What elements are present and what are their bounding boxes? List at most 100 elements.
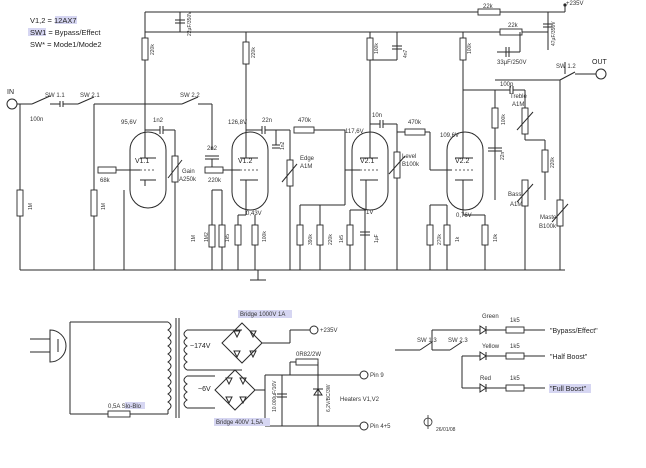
resistor-1m-input	[16, 189, 24, 217]
label-cap-10n: 10n	[372, 113, 382, 119]
label-cap-22uf: 22µF/350V	[187, 11, 193, 36]
label-bass: Bass	[508, 192, 521, 198]
label-100k: 100k	[501, 114, 507, 125]
label-1m-d: 100k	[262, 231, 268, 242]
label-led-r2: 1k5	[510, 344, 520, 350]
label-470k-b: 470k	[408, 120, 422, 126]
label-0r82: 0R82/2W	[296, 352, 321, 358]
bridge-rectifier-2	[214, 369, 360, 427]
label-v1-2: V1.2	[238, 158, 253, 165]
label-in: IN	[7, 89, 14, 96]
label-sw23: SW 2.3	[448, 338, 468, 344]
label-390k: 390k	[308, 234, 314, 245]
label-470k-a: 470k	[298, 118, 312, 124]
label-led-green: Green	[482, 314, 499, 320]
label-220k: 220k	[208, 178, 222, 184]
switch-sw13[interactable]	[419, 341, 433, 351]
label-1m-b: 1M	[101, 203, 107, 210]
output-jack[interactable]	[595, 68, 607, 80]
label-v-plate2: 126,8V	[228, 120, 247, 126]
label-led-r3: 1k5	[510, 376, 520, 382]
tube-v2-2	[446, 128, 484, 215]
label-level-value: B100k	[402, 162, 420, 168]
label-cap-33uf: 33µF/250V	[497, 60, 526, 66]
label-fuse: 0,5A Slo-Blo	[108, 404, 142, 410]
led-indicator-section: SW 1.3 SW 2.3	[395, 325, 545, 393]
label-out: OUT	[592, 59, 608, 66]
label-plate-r4: 100k	[467, 43, 473, 54]
label-cap-1uf: 1µF	[374, 234, 380, 243]
label-edge-value: A1M	[300, 164, 312, 170]
label-led-r1: 1k5	[510, 318, 520, 324]
plate-resistors	[141, 12, 467, 128]
switch-sw21[interactable]	[77, 96, 95, 105]
label-cap-47uf: 47µF/350V	[551, 21, 557, 46]
label-bridge1: Bridge 1000V 1A	[240, 312, 285, 318]
label-1k-a: 1k5	[225, 234, 231, 242]
label-cap-1n2b: 1n2	[280, 141, 286, 150]
legend-line-2: SW1 = Bypass/Effect	[30, 28, 101, 37]
label-treble: Treble	[510, 94, 527, 100]
label-cap-22n: 22n	[262, 118, 272, 124]
switch-sw23[interactable]	[449, 341, 463, 351]
switch-sw11[interactable]	[31, 95, 51, 105]
label-1k-b: 1k	[455, 236, 461, 242]
switch-sw22[interactable]	[181, 96, 199, 105]
transformer	[167, 318, 188, 418]
fuse	[107, 410, 131, 418]
author-mark	[423, 415, 433, 429]
label-heaters: Heaters V1,V2	[340, 397, 380, 403]
label-edge: Edge	[300, 156, 315, 162]
filter-caps	[175, 12, 553, 57]
label-270k: 270k	[437, 234, 443, 245]
label-cap-1n2a: 1n2	[153, 118, 164, 124]
tube-v2-1	[344, 128, 389, 211]
resistor-22k-rail	[477, 8, 501, 16]
label-v2-2: V2.2	[455, 158, 470, 165]
label-master-value: B100k	[539, 224, 557, 230]
label-1m-c: 1M	[191, 235, 197, 242]
label-220k-b: 220k	[328, 234, 334, 245]
label-sw22: SW 2.2	[180, 93, 200, 99]
label-cap-4n7: 4n7	[403, 49, 409, 58]
label-plate-r2: 220k	[251, 47, 257, 58]
label-sw21: SW 2.1	[80, 93, 100, 99]
label-level: Level	[402, 154, 416, 160]
label-v-cath2: 0,43V	[246, 211, 262, 217]
label-bridge2: Bridge 400V 1,5A	[216, 420, 263, 426]
label-master: Master	[540, 215, 558, 221]
label-235v-psu: +235V	[320, 328, 338, 334]
label-mode-half: "Half Boost"	[550, 354, 588, 361]
label-cap-10000uf: 10.000µF/16V	[272, 380, 278, 412]
label-v-plate3: 117,6V	[345, 129, 364, 135]
label-led-red: Red	[480, 376, 491, 382]
label-v-plate1: 95,6V	[121, 120, 137, 126]
legend-line-3: SW* = Mode1/Mode2	[30, 40, 102, 49]
label-bass-value: A1M	[510, 202, 522, 208]
label-gain-value: A250k	[179, 177, 197, 183]
supply-rails	[20, 3, 567, 281]
label-v-plate4: 109,6V	[440, 133, 459, 139]
label-v2-1: V2.1	[360, 158, 375, 165]
input-jack[interactable]	[6, 98, 18, 110]
label-68k: 68k	[100, 178, 111, 184]
label-mode-full: "Full Boost"	[550, 386, 587, 393]
tube-v1-1	[124, 118, 167, 209]
legend: V1,2 = 12AX7 SW1 = Bypass/Effect SW* = M…	[28, 16, 102, 49]
label-pin45: Pin 4+5	[370, 424, 391, 430]
label-led-yellow: Yellow	[482, 344, 500, 350]
label-gain: Gain	[182, 169, 195, 175]
label-plate-r1: 220k	[150, 44, 156, 55]
label-cap-100n: 100n	[30, 117, 43, 123]
switch-sw12[interactable]	[559, 71, 576, 81]
label-v-cath3: 1V	[366, 210, 373, 216]
label-1k5: 1k5	[339, 235, 345, 243]
label-v-cath4: 0,76V	[456, 213, 472, 219]
label-22k-a: 22k	[483, 4, 494, 10]
bridge-rectifier-1	[221, 322, 310, 364]
label-cap-2n2: 2n2	[207, 146, 218, 152]
label-10k: 10k	[493, 233, 499, 242]
label-date: 26/01/08	[436, 427, 456, 433]
